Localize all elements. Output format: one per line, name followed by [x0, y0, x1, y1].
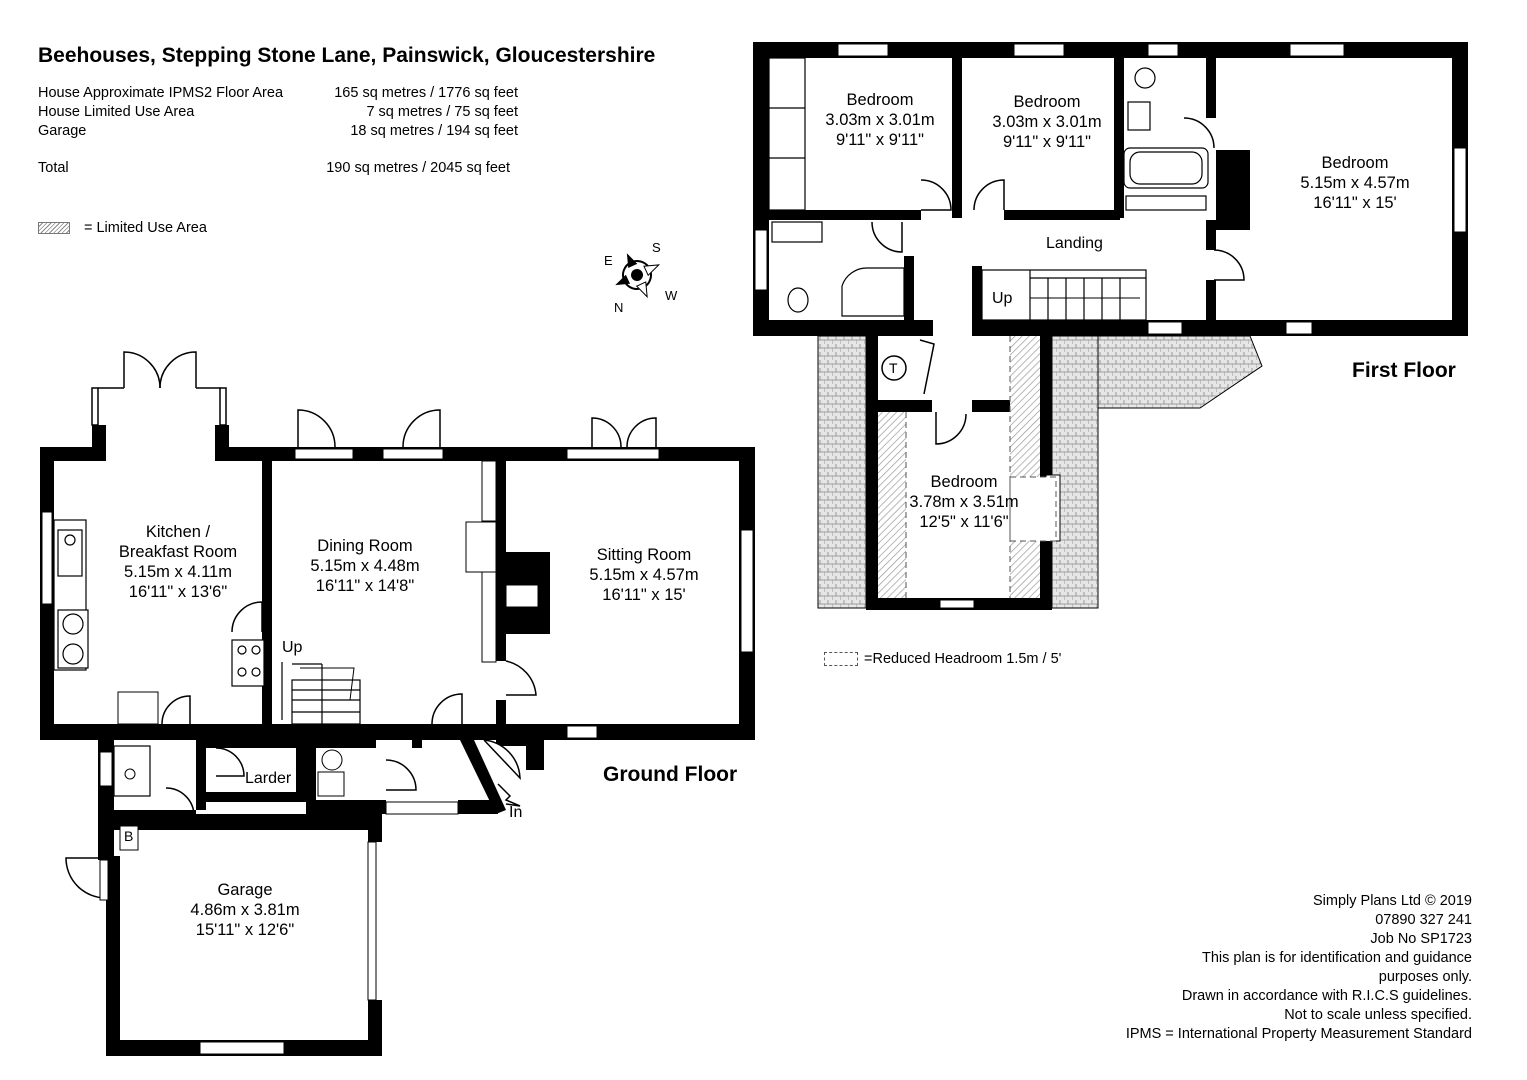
- room-name: Garage: [217, 881, 273, 899]
- room-kitchen: Kitchen / Breakfast Room 5.15m x 4.11m 1…: [119, 522, 237, 602]
- bathroom-fittings: [771, 67, 1209, 317]
- tank-icon: [881, 355, 907, 381]
- room-name: Kitchen /: [145, 523, 211, 541]
- compass-icon: [615, 253, 661, 299]
- boiler-label: B: [124, 828, 134, 844]
- compass-w: W: [665, 288, 678, 303]
- room-imperial: 15'11" x 12'6": [195, 921, 295, 939]
- stairs-up-label: Up: [282, 639, 303, 656]
- hatch-swatch-icon: [38, 222, 70, 234]
- french-doors: [91, 351, 227, 426]
- footer-line: 07890 327 241: [1375, 912, 1472, 928]
- wardrobes: [768, 57, 806, 211]
- compass-e: E: [604, 253, 613, 268]
- tank-label: T: [889, 360, 898, 376]
- room-imperial: 16'11" x 14'8": [315, 577, 415, 595]
- room-bedroom-3: Bedroom 5.15m x 4.57m 16'11" x 15': [1300, 153, 1409, 213]
- ground-stairs: [281, 662, 361, 725]
- area-row: House Approximate IPMS2 Floor Area 165 s…: [38, 84, 518, 103]
- area-value: 165 sq metres / 1776 sq feet: [334, 85, 518, 101]
- footer-line: Simply Plans Ltd © 2019: [1313, 893, 1472, 909]
- reduced-headroom-legend: =Reduced Headroom 1.5m / 5': [824, 651, 1061, 667]
- room-imperial: 12'5" x 11'6": [919, 513, 1009, 531]
- limited-use-legend: = Limited Use Area: [38, 220, 207, 236]
- patio-doors: [297, 409, 657, 448]
- entrance-arrow-icon: [497, 783, 521, 807]
- room-landing: Landing: [1046, 235, 1103, 252]
- dashed-swatch-icon: [824, 652, 858, 666]
- room-name: Bedroom: [846, 91, 914, 109]
- compass-n: N: [614, 300, 624, 315]
- room-garage: Garage 4.86m x 3.81m 15'11" x 12'6": [190, 880, 299, 940]
- first-floor-plan: [753, 42, 1468, 610]
- room-metric: 3.03m x 3.01m: [992, 113, 1102, 131]
- room-bedroom-1: Bedroom 3.03m x 3.01m 9'11" x 9'11": [825, 90, 934, 150]
- area-value: 18 sq metres / 194 sq feet: [350, 123, 518, 139]
- room-metric: 5.15m x 4.57m: [589, 566, 699, 584]
- room-metric: 5.15m x 4.57m: [1300, 174, 1410, 192]
- first-floor-label: First Floor: [1352, 359, 1456, 382]
- room-larder: Larder: [245, 770, 292, 787]
- room-bedroom-2: Bedroom 3.03m x 3.01m 9'11" x 9'11": [992, 92, 1101, 152]
- room-name: Bedroom: [1321, 154, 1389, 172]
- room-name: Breakfast Room: [118, 543, 238, 561]
- kitchen-units: [53, 519, 265, 687]
- room-name: Bedroom: [930, 473, 998, 491]
- room-dining: Dining Room 5.15m x 4.48m 16'11" x 14'8": [310, 536, 419, 596]
- footer-notes: Simply Plans Ltd © 2019 07890 327 241 Jo…: [1126, 892, 1472, 1044]
- room-metric: 5.15m x 4.11m: [124, 563, 232, 581]
- room-imperial: 16'11" x 15': [1313, 194, 1397, 212]
- area-label: House Limited Use Area: [38, 104, 195, 120]
- footer-line: IPMS = International Property Measuremen…: [1125, 1026, 1472, 1042]
- room-imperial: 9'11" x 9'11": [1002, 133, 1092, 151]
- footer-line: Drawn in accordance with R.I.C.S guideli…: [1181, 988, 1472, 1004]
- page-title: Beehouses, Stepping Stone Lane, Painswic…: [38, 44, 656, 67]
- area-row: Garage 18 sq metres / 194 sq feet: [38, 122, 518, 141]
- ground-floor-plan: [40, 351, 755, 1056]
- room-name: Bedroom: [1013, 93, 1081, 111]
- limited-use-text: = Limited Use Area: [84, 220, 207, 236]
- room-name: Sitting Room: [596, 546, 692, 564]
- room-name: Dining Room: [317, 537, 413, 555]
- area-row: House Limited Use Area 7 sq metres / 75 …: [38, 103, 518, 122]
- room-imperial: 9'11" x 9'11": [835, 131, 925, 149]
- room-metric: 3.03m x 3.01m: [825, 111, 935, 129]
- total-row: Total 190 sq metres / 2045 sq feet: [38, 159, 510, 178]
- room-imperial: 16'11" x 15': [602, 586, 686, 604]
- first-floor-stairs: [981, 269, 1147, 321]
- room-metric: 3.78m x 3.51m: [909, 493, 1019, 511]
- ground-floor-label: Ground Floor: [603, 763, 738, 786]
- footer-line: This plan is for identification and guid…: [1201, 950, 1472, 966]
- footer-line: Not to scale unless specified.: [1284, 1007, 1472, 1023]
- area-label: House Approximate IPMS2 Floor Area: [38, 85, 284, 101]
- room-bedroom-4: Bedroom 3.78m x 3.51m 12'5" x 11'6": [909, 472, 1018, 532]
- entrance-label: In: [509, 804, 523, 821]
- footer-line: purposes only.: [1378, 969, 1472, 985]
- area-label: Garage: [38, 123, 87, 139]
- total-label: Total: [38, 160, 69, 176]
- stairs-up-label-first: Up: [992, 290, 1013, 307]
- room-imperial: 16'11" x 13'6": [128, 583, 228, 601]
- compass-s: S: [652, 240, 661, 255]
- room-sitting: Sitting Room 5.15m x 4.57m 16'11" x 15': [589, 545, 698, 605]
- reduced-headroom-text: =Reduced Headroom 1.5m / 5': [864, 651, 1062, 667]
- footer-line: Job No SP1723: [1370, 931, 1472, 947]
- room-metric: 4.86m x 3.81m: [190, 901, 300, 919]
- room-metric: 5.15m x 4.48m: [310, 557, 420, 575]
- area-table: House Approximate IPMS2 Floor Area 165 s…: [38, 84, 518, 178]
- total-value: 190 sq metres / 2045 sq feet: [326, 160, 510, 176]
- area-value: 7 sq metres / 75 sq feet: [366, 104, 518, 120]
- first-floor-doors: [871, 117, 1245, 281]
